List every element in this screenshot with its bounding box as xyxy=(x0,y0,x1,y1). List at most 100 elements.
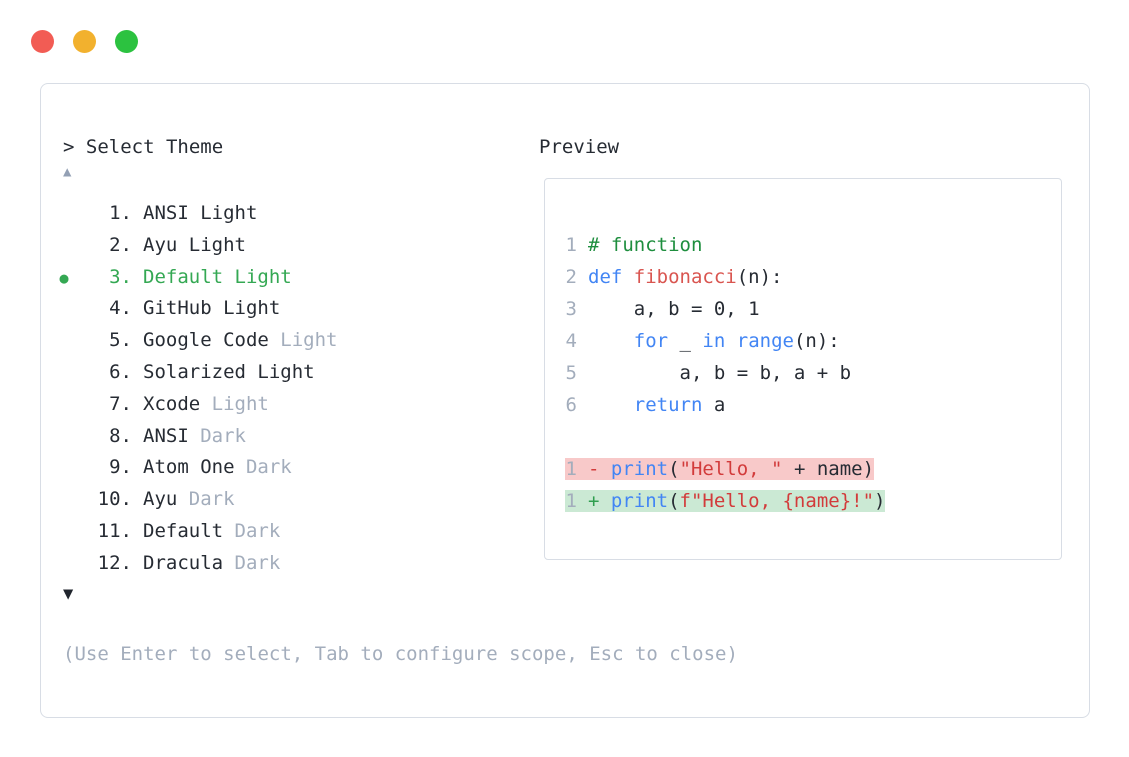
code-token: range xyxy=(736,330,794,352)
line-number: 5 xyxy=(565,362,577,384)
diff-block: 1- print("Hello, " + name)1+ print(f"Hel… xyxy=(565,453,1061,517)
prompt-caret: > xyxy=(63,136,75,158)
selected-bullet-icon: ● xyxy=(59,268,69,287)
theme-list-item[interactable]: 4. GitHub Light xyxy=(49,293,337,325)
prompt-line: > Select Theme xyxy=(63,134,223,160)
code-token: def xyxy=(588,266,623,288)
line-number: 1 xyxy=(565,458,577,480)
code-token: + xyxy=(588,490,611,512)
code-line: 6 return a xyxy=(565,389,1061,421)
theme-variant-label: Light xyxy=(268,329,338,352)
theme-list: 1.ANSI Light 2. Ayu Light ● 3. Default Light 4… xyxy=(49,198,337,580)
theme-number: 11. xyxy=(97,519,132,542)
code-token: ( xyxy=(668,458,680,480)
theme-picker-panel: > Select Theme ▲ 1.ANSI Light 2. Ayu Light… xyxy=(40,83,1090,718)
code-token xyxy=(725,330,736,352)
code-line: 1 # function xyxy=(565,229,1061,261)
theme-variant-label: Dark xyxy=(223,519,281,542)
code-token: a, b = b, a + b xyxy=(588,362,852,384)
theme-list-item[interactable]: 7. Xcode Light xyxy=(49,389,337,421)
scroll-down-icon[interactable]: ▼ xyxy=(63,584,74,604)
theme-list-item[interactable]: 11. Default Dark xyxy=(49,516,337,548)
code-line: 3 a, b = 0, 1 xyxy=(565,293,1061,325)
line-number: 4 xyxy=(565,330,577,352)
theme-list-item[interactable]: 2. Ayu Light xyxy=(49,230,337,262)
line-number: 2 xyxy=(565,266,577,288)
diff-highlight: 1- print("Hello, " + name) xyxy=(565,458,875,480)
theme-variant-label: Dark xyxy=(188,424,246,447)
code-line: 4 for _ in range(n): xyxy=(565,325,1061,357)
theme-name: Default xyxy=(143,519,224,542)
theme-name: Dracula xyxy=(143,551,224,574)
line-number: 1 xyxy=(565,234,577,256)
theme-list-item[interactable]: 8.ANSI Dark xyxy=(49,421,337,453)
theme-number: 2. xyxy=(109,233,132,256)
code-token: fibonacci xyxy=(633,266,737,288)
line-number: 1 xyxy=(565,490,577,512)
preview-title: Preview xyxy=(539,136,620,158)
theme-number: 9. xyxy=(109,456,132,479)
footer-hint: (Use Enter to select, Tab to configure s… xyxy=(63,643,738,665)
minimize-button-icon[interactable] xyxy=(73,30,96,53)
code-token: + name) xyxy=(782,458,875,480)
maximize-button-icon[interactable] xyxy=(115,30,138,53)
code-token: ) xyxy=(874,490,886,512)
code-sample: 1 # function 2 def fibonacci (n): 3 a, b = 0,… xyxy=(545,179,1061,517)
code-token xyxy=(622,266,633,288)
scroll-up-icon[interactable]: ▲ xyxy=(63,164,72,180)
theme-name: ANSI Light xyxy=(143,202,258,224)
code-token: return xyxy=(633,394,703,416)
code-token: (n): xyxy=(793,330,840,352)
theme-number: 6. xyxy=(109,360,132,383)
close-button-icon[interactable] xyxy=(31,30,54,53)
line-number: 3 xyxy=(565,298,577,320)
diff-line-removed: 1- print("Hello, " + name) xyxy=(565,453,1061,485)
theme-list-item[interactable]: 5. Google Code Light xyxy=(49,325,337,357)
theme-name: Default Light xyxy=(143,265,292,288)
code-token: print xyxy=(610,458,669,480)
code-token: _ xyxy=(668,330,703,352)
diff-line-added: 1 + print(f"Hello, {name}!") xyxy=(565,485,1061,517)
theme-variant-label: Dark xyxy=(223,551,281,574)
theme-name: Google Code xyxy=(143,329,269,352)
theme-name: GitHub Light xyxy=(143,297,281,320)
theme-list-item[interactable]: ● 3. Default Light xyxy=(49,262,337,294)
theme-list-item[interactable]: 6. Solarized Light xyxy=(49,357,337,389)
code-token: f"Hello, {name}!" xyxy=(679,490,875,512)
theme-number: 5. xyxy=(109,329,132,352)
line-number: 6 xyxy=(565,394,577,416)
code-token: print xyxy=(610,490,669,512)
code-token: a xyxy=(702,394,726,416)
theme-number: 7. xyxy=(109,392,132,415)
theme-number: 4. xyxy=(109,297,132,320)
code-line: 5 a, b = b, a + b xyxy=(565,357,1061,389)
theme-number: 8. xyxy=(109,424,132,447)
prompt-label: Select Theme xyxy=(85,136,224,158)
code-token: ( xyxy=(668,490,680,512)
code-token: - xyxy=(588,458,611,480)
theme-list-item[interactable]: 9. Atom One Dark xyxy=(49,452,337,484)
code-token: "Hello, " xyxy=(679,458,783,480)
preview-box: 1 # function 2 def fibonacci (n): 3 a, b = 0,… xyxy=(544,178,1062,560)
code-token: for xyxy=(633,330,669,352)
theme-number: 10. xyxy=(97,488,132,511)
theme-list-item[interactable]: 12. Dracula Dark xyxy=(49,548,337,580)
theme-number: 12. xyxy=(97,551,132,574)
theme-name: Ayu xyxy=(143,488,178,511)
code-token xyxy=(588,330,634,352)
theme-number: 3. xyxy=(109,265,132,288)
theme-name: Solarized Light xyxy=(143,360,315,383)
code-token xyxy=(588,394,634,416)
theme-variant-label: Dark xyxy=(177,488,235,511)
code-token: # function xyxy=(588,234,703,256)
window-controls xyxy=(31,30,138,53)
theme-variant-label: Dark xyxy=(234,456,292,479)
theme-name: Xcode xyxy=(143,392,201,415)
code-token: a, b = 0, 1 xyxy=(588,298,760,320)
theme-list-item[interactable]: 10. Ayu Dark xyxy=(49,484,337,516)
theme-name: Ayu Light xyxy=(143,233,246,256)
theme-name: Atom One xyxy=(143,456,235,479)
theme-list-item[interactable]: 1.ANSI Light xyxy=(49,198,337,230)
theme-variant-label: Light xyxy=(200,392,269,415)
